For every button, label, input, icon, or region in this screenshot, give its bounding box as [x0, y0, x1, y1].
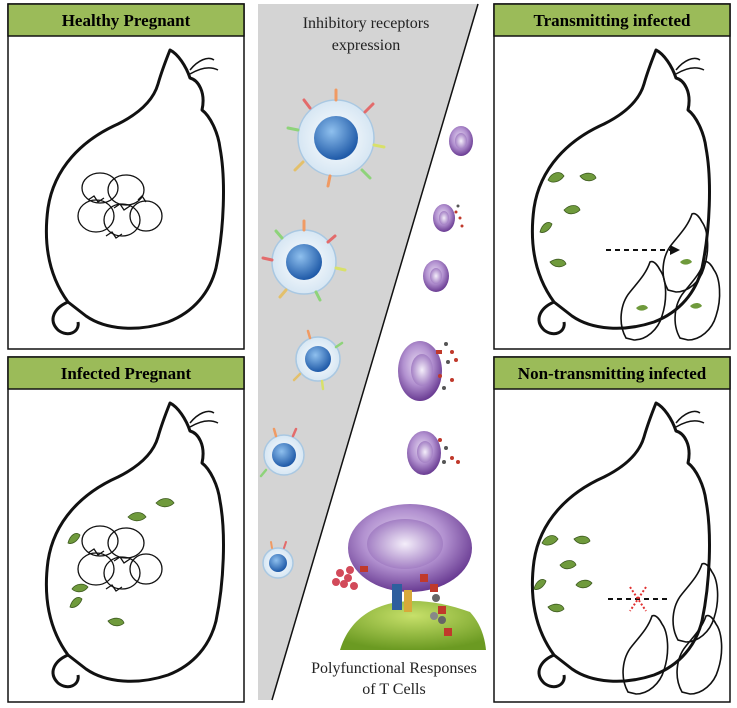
center-bottom-line1: Polyfunctional Responses	[311, 660, 477, 677]
mouse-healthy	[44, 48, 225, 336]
panel-title-transmitting-infected: Transmitting infected	[534, 11, 691, 30]
mouse-infected-pregnant	[44, 401, 225, 689]
polyfunctional-cell-4	[398, 341, 458, 401]
center-top-line2: expression	[332, 37, 400, 54]
t-cell-medium	[292, 329, 344, 391]
polyfunctional-cell-2	[433, 204, 464, 232]
mouse-transmitting	[530, 48, 711, 336]
offspring-non-transmitting	[622, 562, 723, 695]
t-cell-apc-interaction	[332, 504, 486, 650]
t-cell-smallest	[262, 541, 294, 579]
parasites-infected-pregnant	[67, 498, 175, 627]
center-bottom-line2: of T Cells	[362, 681, 425, 698]
offspring-parasites	[636, 259, 702, 311]
panel-title-infected-pregnant: Infected Pregnant	[61, 364, 192, 383]
t-cell-small	[259, 427, 305, 478]
panel-title-non-transmitting-infected: Non-transmitting infected	[518, 364, 707, 383]
blocked-transmission-icon	[629, 586, 647, 612]
t-cell-medium-large	[261, 219, 347, 302]
panel-title-healthy-pregnant: Healthy Pregnant	[62, 11, 191, 30]
t-cell-large	[286, 88, 386, 188]
mouse-non-transmitting	[530, 401, 711, 689]
polyfunctional-cell-5	[407, 431, 460, 475]
inhibitory-wedge	[258, 4, 478, 700]
panel-transmitting-infected: Transmitting infected	[493, 3, 731, 350]
polyfunctional-cell-3	[423, 260, 449, 292]
panel-healthy-pregnant: Healthy Pregnant	[7, 3, 245, 350]
polyfunctional-cell-1	[449, 126, 473, 156]
center-top-line1: Inhibitory receptors	[303, 15, 430, 32]
panel-infected-pregnant: Infected Pregnant	[7, 356, 245, 703]
wedge-divider	[271, 3, 479, 701]
panel-non-transmitting-infected: Non-transmitting infected	[493, 356, 731, 703]
offspring-transmitting	[620, 212, 721, 341]
